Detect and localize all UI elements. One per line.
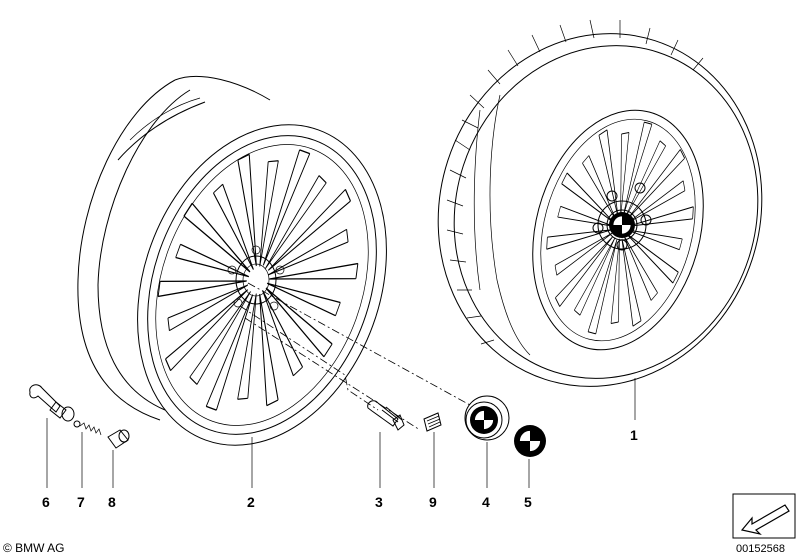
assembly-line-center-cap bbox=[247, 282, 471, 406]
emblem-part bbox=[514, 425, 546, 457]
rim-left bbox=[77, 75, 387, 446]
callout-7: 7 bbox=[77, 494, 85, 510]
arrow-icon[interactable] bbox=[732, 493, 796, 539]
assembly-line-bolt bbox=[239, 305, 379, 411]
callout-8: 8 bbox=[108, 494, 116, 510]
wheel-bolt-part bbox=[367, 400, 405, 431]
copyright-text: © BMW AG bbox=[3, 541, 65, 555]
callout-5: 5 bbox=[524, 494, 532, 510]
hub-cap-part bbox=[464, 395, 510, 441]
valve-part bbox=[29, 384, 75, 422]
callout-1: 1 bbox=[630, 427, 638, 443]
callout-2: 2 bbox=[247, 494, 255, 510]
callout-3: 3 bbox=[375, 494, 383, 510]
assembly-line-label bbox=[244, 317, 421, 431]
leader-lines bbox=[46, 378, 636, 488]
complete-wheel-right bbox=[437, 19, 763, 387]
bmw-roundel-icon bbox=[609, 212, 635, 238]
valve-cap-part bbox=[107, 429, 130, 449]
callout-4: 4 bbox=[482, 494, 490, 510]
callout-6: 6 bbox=[42, 494, 50, 510]
callout-9: 9 bbox=[429, 494, 437, 510]
label-sticker-part bbox=[423, 412, 442, 432]
valve-core-part bbox=[73, 420, 102, 436]
drawing-number: 00152568 bbox=[736, 543, 785, 555]
